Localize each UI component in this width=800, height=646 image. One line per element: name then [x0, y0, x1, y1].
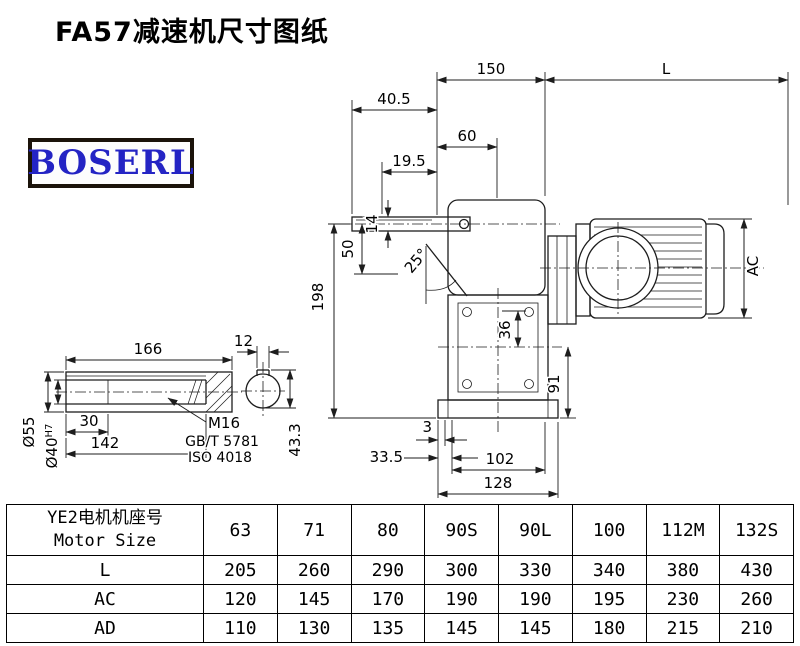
dim-30: 30 [79, 412, 98, 430]
boserl-logo: BOSERL [27, 138, 195, 188]
table-header-row: YE2电机机座号 Motor Size 63 71 80 90S 90L 100… [6, 504, 794, 556]
dim-3: 3 [422, 418, 432, 436]
spec-table: YE2电机机座号 Motor Size 63 71 80 90S 90L 100… [6, 504, 794, 643]
header-line1: YE2电机机座号 [47, 508, 163, 529]
spec-cell: 170 [350, 584, 426, 614]
bore-detail: 12 43.3 [232, 331, 305, 459]
dim-102: 102 [486, 450, 515, 468]
bottom-dimensions: 3 33.5 102 128 [368, 417, 559, 498]
dim-angle-25: 25° [401, 245, 432, 277]
dim-12: 12 [234, 332, 253, 350]
spec-cell: 135 [350, 613, 426, 643]
spec-cell: 340 [571, 555, 647, 585]
dim-dia40h7: Ø40H7 [43, 424, 61, 469]
dim-40-5: 40.5 [377, 90, 410, 108]
spec-cell: 130 [276, 613, 352, 643]
spec-cell: 260 [276, 555, 352, 585]
spec-cell: 195 [571, 584, 647, 614]
spec-cell: 145 [424, 613, 499, 643]
size-header-cell: 71 [276, 504, 352, 556]
left-dimensions: 14 50 198 [308, 200, 436, 419]
page-title: FA57减速机尺寸图纸 [55, 17, 329, 48]
thread-label: M16 [208, 414, 240, 432]
spec-cell: 215 [645, 613, 721, 643]
spec-cell: 330 [498, 555, 573, 585]
spec-cell: 145 [498, 613, 573, 643]
dim-14: 14 [363, 214, 381, 233]
spec-cell: 110 [203, 613, 278, 643]
spec-cell: 380 [645, 555, 721, 585]
spec-cell: 190 [498, 584, 573, 614]
table-row-AD: AD 110 130 135 145 145 180 215 210 [6, 613, 794, 643]
motor: AC [540, 218, 764, 325]
dim-AC: AC [744, 256, 762, 276]
spec-cell: 120 [203, 584, 278, 614]
row-label-cell: AC [6, 584, 204, 614]
size-header-cell: 132S [719, 504, 794, 556]
motor-size-header-cell: YE2电机机座号 Motor Size [6, 504, 204, 556]
spec-cell: 190 [424, 584, 499, 614]
dim-L: L [662, 60, 671, 78]
dim-19-5: 19.5 [392, 152, 425, 170]
input-shaft [336, 216, 560, 232]
thread-callout: M16 GB/T 5781 ISO 4018 [167, 397, 260, 468]
thread-standard-iso: ISO 4018 [188, 450, 252, 466]
dim-33-5: 33.5 [370, 448, 403, 466]
output-shaft-detail: 166 30 142 Ø55 Ø40H7 [19, 339, 242, 470]
dim-150: 150 [477, 60, 506, 78]
logo-text: BOSERL [27, 143, 195, 183]
dim-142: 142 [91, 434, 120, 452]
top-dimensions: 150 L 40.5 60 19.5 [351, 59, 789, 215]
dim-166: 166 [134, 340, 163, 358]
spec-cell: 230 [645, 584, 721, 614]
spec-cell: 205 [203, 555, 278, 585]
spec-cell: 180 [571, 613, 647, 643]
dim-36: 36 [496, 320, 514, 339]
row-label-cell: L [6, 555, 204, 585]
size-header-cell: 80 [350, 504, 426, 556]
dia40-value: Ø40 [43, 437, 61, 468]
thread-standard-gb: GB/T 5781 [185, 434, 259, 450]
table-row-L: L 205 260 290 300 330 340 380 430 [6, 555, 794, 585]
dia40-tolerance: H7 [44, 424, 55, 438]
spec-cell: 430 [719, 555, 794, 585]
table-row-AC: AC 120 145 170 190 190 195 230 260 [6, 584, 794, 614]
spec-cell: 210 [719, 613, 794, 643]
size-header-cell: 63 [203, 504, 278, 556]
dim-dia55: Ø55 [20, 417, 38, 448]
gearbox-housing: 25° 36 91 [399, 199, 576, 432]
spec-cell: 300 [424, 555, 499, 585]
size-header-cell: 90L [498, 504, 573, 556]
spec-cell: 260 [719, 584, 794, 614]
row-label-cell: AD [6, 613, 204, 643]
size-header-cell: 100 [571, 504, 647, 556]
dim-50: 50 [339, 239, 357, 258]
dim-43-3: 43.3 [286, 423, 304, 456]
size-header-cell: 90S [424, 504, 499, 556]
spec-cell: 145 [276, 584, 352, 614]
dim-60: 60 [457, 127, 476, 145]
header-line2: Motor Size [53, 531, 157, 551]
spec-cell: 290 [350, 555, 426, 585]
size-header-cell: 112M [645, 504, 721, 556]
dim-128: 128 [484, 474, 513, 492]
dim-91: 91 [545, 374, 563, 393]
dim-198: 198 [309, 283, 327, 312]
